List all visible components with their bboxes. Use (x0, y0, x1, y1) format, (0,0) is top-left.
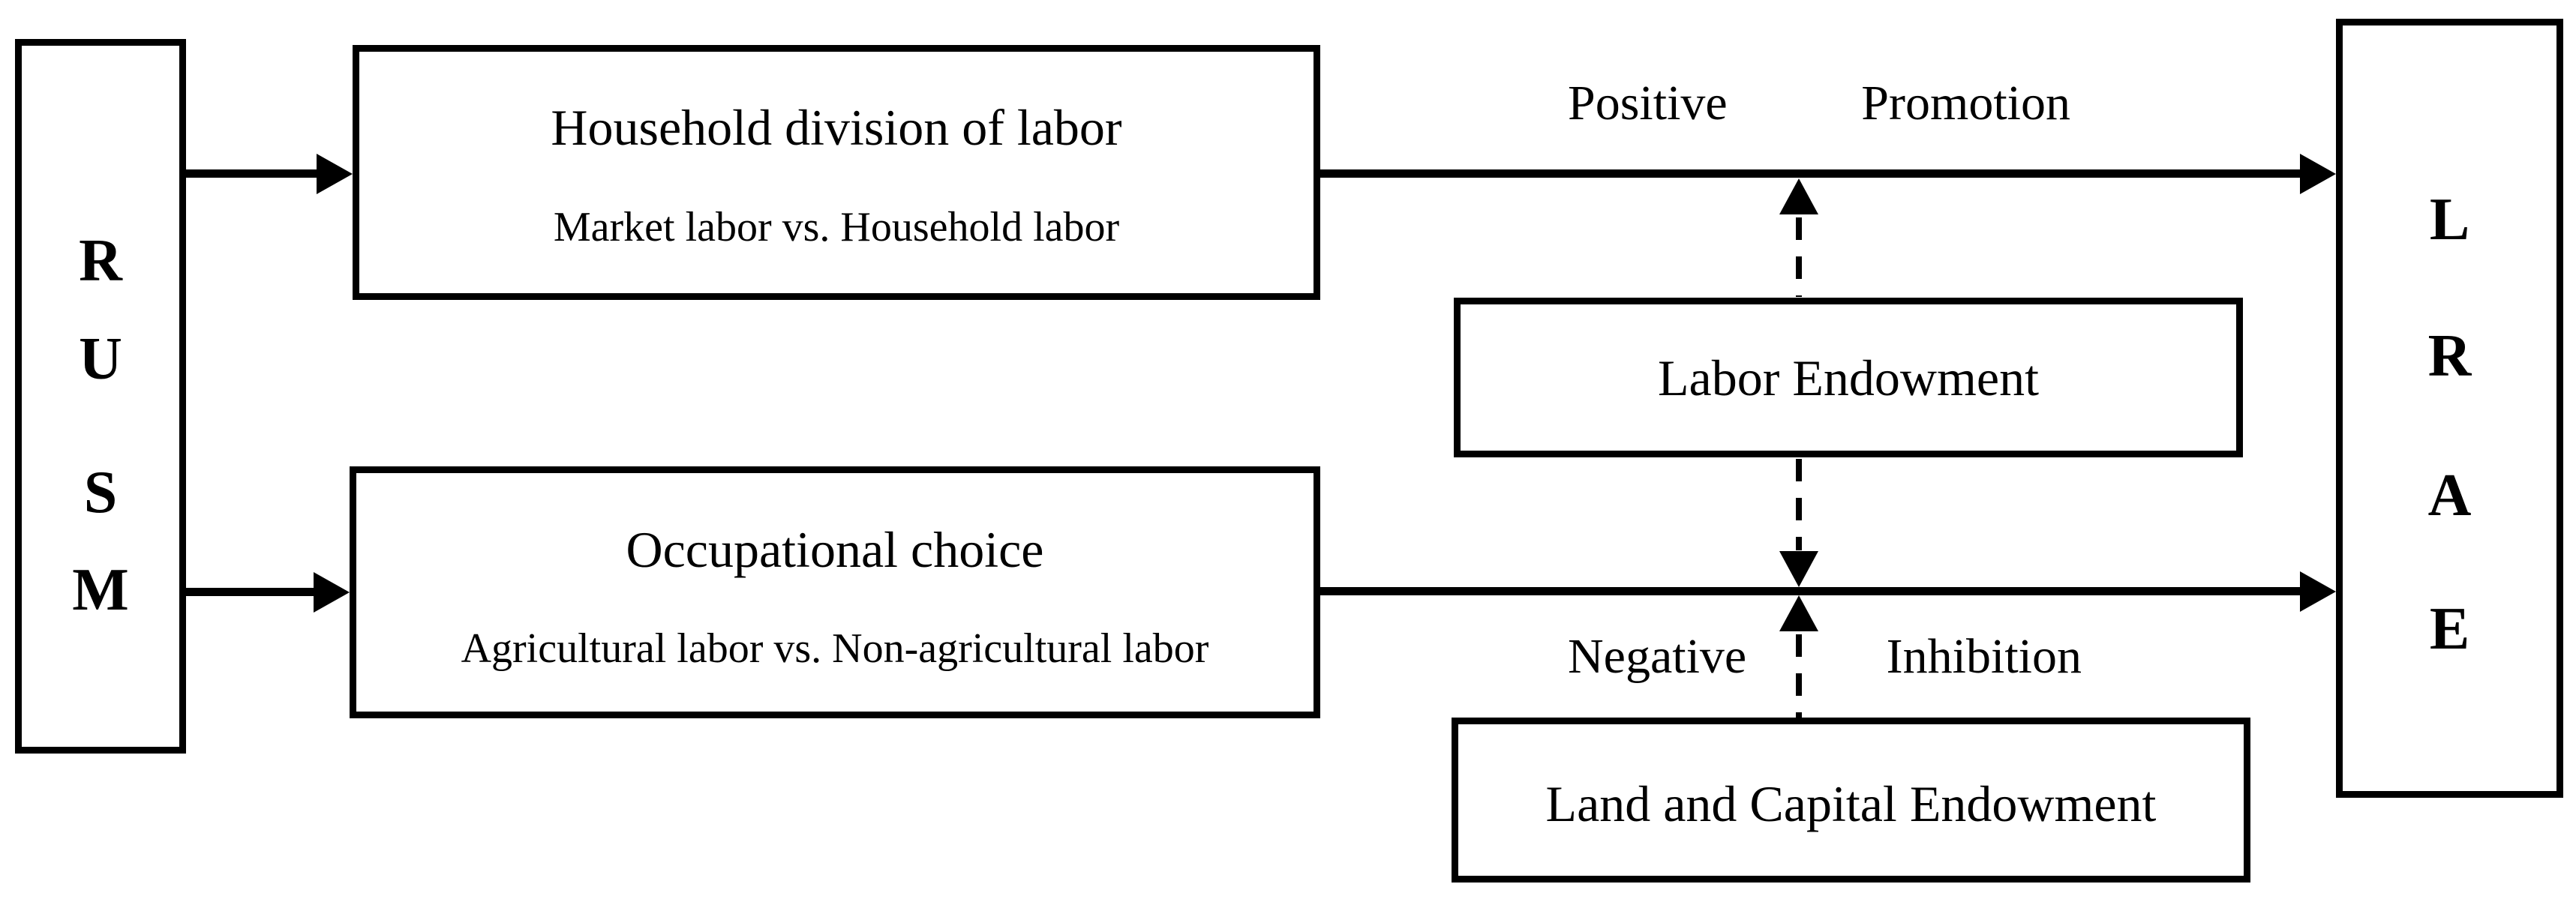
dashed-arrow-labor-up-line (1796, 217, 1802, 297)
dashed-arrow-land-up-head (1779, 595, 1818, 631)
household-division-subtitle: Market labor vs. Household labor (553, 204, 1120, 250)
land-capital-endowment-box: Land and Capital Endowment (1452, 718, 2250, 883)
land-capital-endowment-label: Land and Capital Endowment (1545, 775, 2157, 832)
promotion-label: Promotion (1861, 76, 2070, 130)
lrae-letter-a: A (2427, 463, 2472, 529)
labor-endowment-box: Labor Endowment (1454, 298, 2243, 457)
dashed-arrow-labor-up-head (1779, 178, 1818, 214)
arrow-household-to-lrae-head (2300, 154, 2336, 194)
arrow-rusm-to-household-head (317, 154, 353, 194)
labor-endowment-label: Labor Endowment (1658, 349, 2039, 406)
arrow-household-to-lrae-shaft (1320, 169, 2301, 178)
arrow-occupational-to-lrae-head (2300, 571, 2336, 612)
household-division-title: Household division of labor (551, 99, 1122, 156)
negative-label: Negative (1568, 629, 1747, 684)
arrow-occupational-to-lrae-shaft (1320, 587, 2301, 595)
arrow-rusm-to-occupational-head (314, 572, 350, 613)
rusm-letter-u: U (79, 326, 122, 392)
inhibition-label: Inhibition (1886, 629, 2082, 684)
rusm-letter-s: S (83, 460, 118, 526)
lrae-box: L R A E (2336, 19, 2563, 798)
positive-promotion-label: Positive Promotion (1568, 71, 2070, 135)
household-division-box: Household division of labor Market labor… (353, 45, 1320, 300)
positive-label: Positive (1568, 76, 1728, 130)
dashed-arrow-labor-down-line (1796, 459, 1802, 550)
lrae-letter-r: R (2427, 323, 2472, 389)
occupational-choice-title: Occupational choice (626, 521, 1044, 578)
rusm-letter-r: R (79, 228, 122, 294)
rusm-letter-m: M (72, 557, 129, 623)
rusm-box: R U S M (15, 39, 186, 754)
occupational-choice-subtitle: Agricultural labor vs. Non-agricultural … (461, 625, 1209, 672)
dashed-arrow-land-up-line (1796, 634, 1802, 718)
dashed-arrow-labor-down-head (1779, 551, 1818, 587)
lrae-letter-e: E (2429, 596, 2470, 662)
arrow-rusm-to-household-shaft (186, 169, 321, 178)
negative-inhibition-label: Negative Inhibition (1568, 625, 2082, 688)
lrae-letter-l: L (2429, 187, 2470, 253)
occupational-choice-box: Occupational choice Agricultural labor v… (350, 466, 1320, 718)
arrow-rusm-to-occupational-shaft (186, 588, 318, 596)
